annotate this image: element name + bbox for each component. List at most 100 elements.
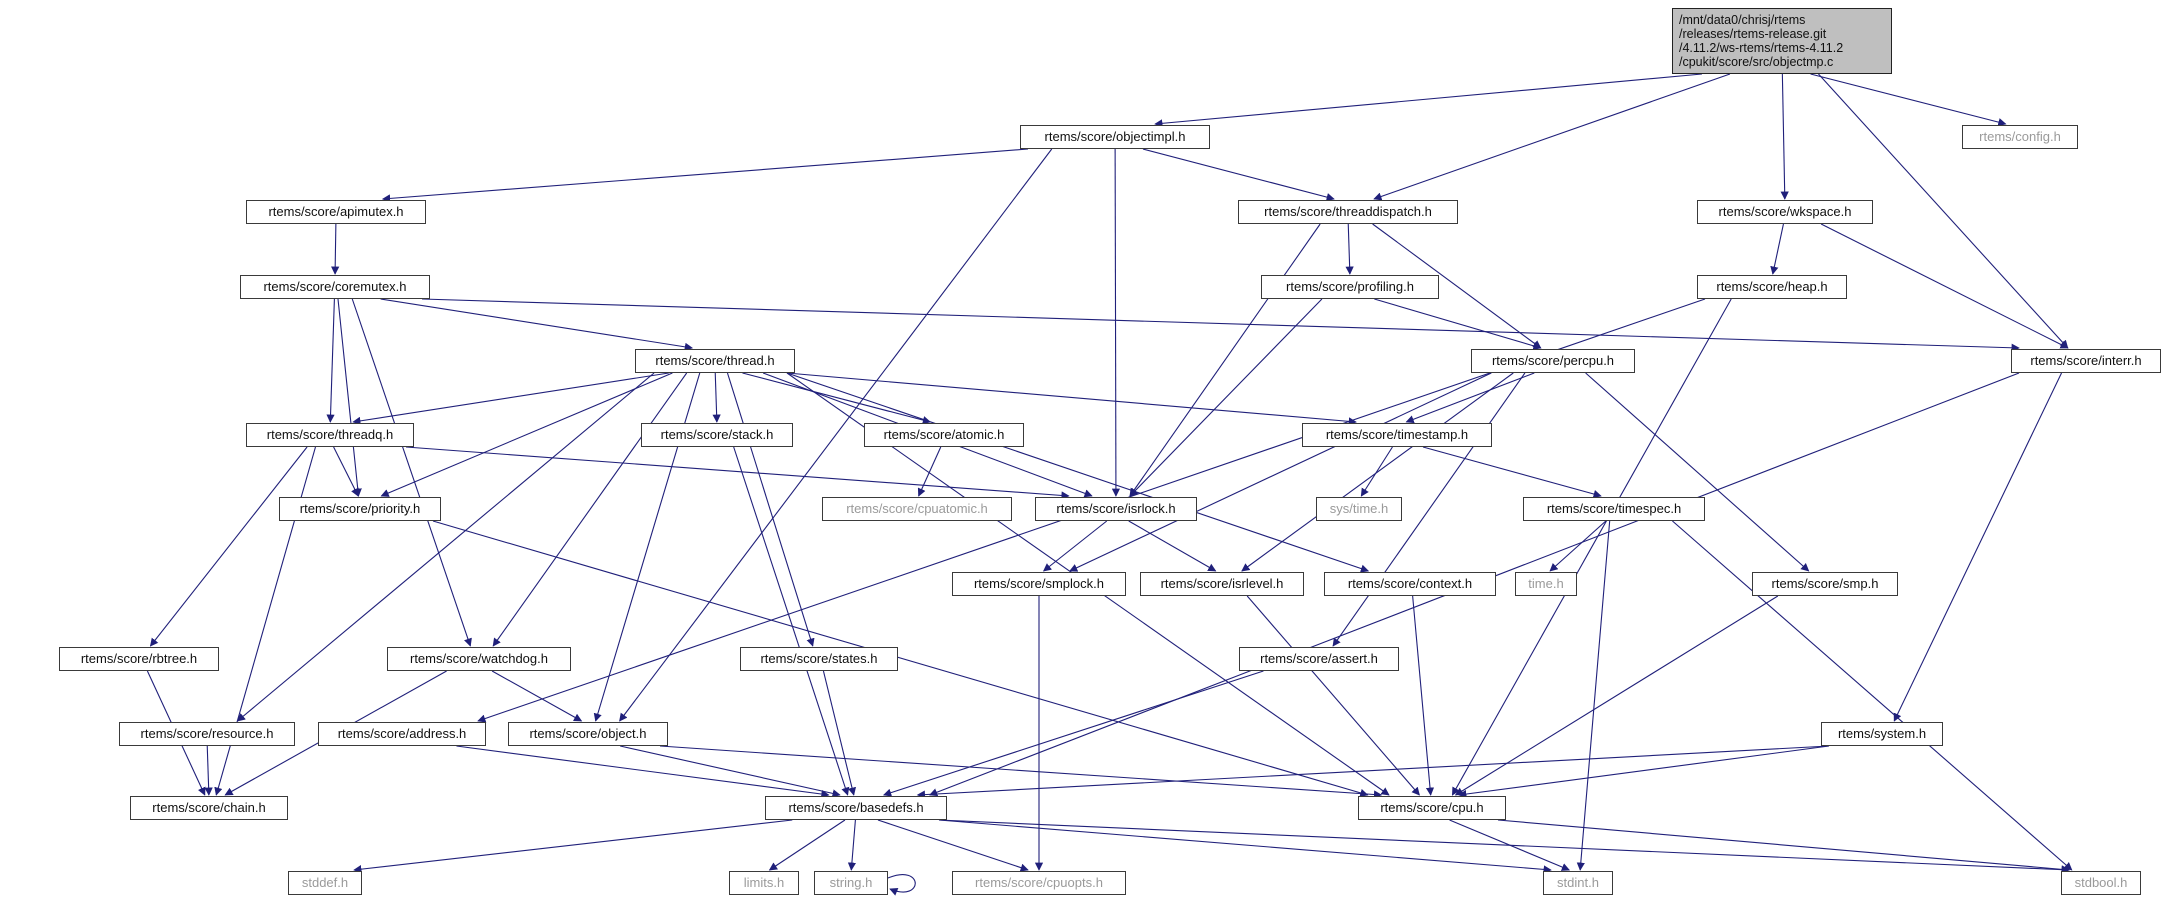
edge-system-to-cpu: [1458, 745, 1830, 799]
node-threaddispatch[interactable]: rtems/score/threaddispatch.h: [1238, 200, 1458, 224]
node-systime: sys/time.h: [1316, 497, 1402, 521]
node-thread[interactable]: rtems/score/thread.h: [635, 349, 795, 373]
node-profiling[interactable]: rtems/score/profiling.h: [1261, 275, 1439, 299]
node-objectmp-c: /mnt/data0/chrisj/rtems /releases/rtems-…: [1672, 8, 1892, 74]
edge-percpu-to-isrlevel: [1241, 372, 1514, 572]
edge-coremutex-to-priority: [337, 298, 362, 497]
edge-objectimpl-to-threaddispatch: [1142, 148, 1335, 202]
edge-coremutex-to-threadq: [326, 298, 335, 423]
node-atomic[interactable]: rtems/score/atomic.h: [864, 423, 1024, 447]
node-percpu[interactable]: rtems/score/percpu.h: [1471, 349, 1635, 373]
edge-coremutex-to-thread: [380, 298, 694, 351]
edge-heap-to-cpu: [1451, 298, 1732, 796]
edge-threaddispatch-to-profiling: [1345, 223, 1354, 275]
edge-stringh-self: [887, 874, 916, 896]
node-stringh: string.h: [814, 871, 888, 895]
node-context[interactable]: rtems/score/context.h: [1324, 572, 1496, 596]
edge-timespec-to-stdint: [1576, 520, 1611, 871]
edge-object-to-cpu: [659, 745, 1383, 799]
edge-stack-to-basedefs: [733, 446, 850, 796]
edge-wkspace-to-heap: [1770, 223, 1784, 275]
edge-thread-to-resource: [236, 372, 655, 722]
edge-objectmp_c-to-wkspace: [1780, 73, 1789, 200]
edge-watchdog-to-object: [491, 670, 583, 722]
edge-threadq-to-rbtree: [149, 446, 308, 647]
edge-basedefs-to-stdint: [938, 819, 1552, 874]
node-coremutex[interactable]: rtems/score/coremutex.h: [240, 275, 430, 299]
edge-thread-to-states: [726, 372, 815, 647]
edge-resource-to-chain: [204, 745, 213, 796]
edge-timestamp-to-systime: [1360, 446, 1393, 497]
node-isrlevel[interactable]: rtems/score/isrlevel.h: [1140, 572, 1304, 596]
node-smp[interactable]: rtems/score/smp.h: [1752, 572, 1898, 596]
edge-isrlock-to-isrlevel: [1128, 520, 1217, 572]
node-system[interactable]: rtems/system.h: [1821, 722, 1943, 746]
edge-percpu-to-smp: [1585, 372, 1810, 572]
edge-thread-to-context: [786, 372, 1370, 573]
node-objectimpl[interactable]: rtems/score/objectimpl.h: [1020, 125, 1210, 149]
edge-threadq-to-priority: [333, 446, 359, 497]
edge-context-to-cpu: [1412, 595, 1435, 796]
node-assert[interactable]: rtems/score/assert.h: [1239, 647, 1399, 671]
node-heap[interactable]: rtems/score/heap.h: [1697, 275, 1847, 299]
edge-basedefs-to-cpuopts: [877, 819, 1029, 872]
edge-basedefs-to-stringh: [847, 819, 857, 871]
node-states[interactable]: rtems/score/states.h: [740, 647, 898, 671]
edge-interr-to-system: [1893, 372, 2063, 722]
node-address[interactable]: rtems/score/address.h: [318, 722, 486, 746]
node-cpuatomic: rtems/score/cpuatomic.h: [822, 497, 1012, 521]
edge-thread-to-timestamp: [786, 372, 1357, 426]
node-interr[interactable]: rtems/score/interr.h: [2011, 349, 2161, 373]
node-timeh: time.h: [1515, 572, 1577, 596]
node-limits: limits.h: [729, 871, 799, 895]
node-basedefs[interactable]: rtems/score/basedefs.h: [765, 796, 947, 820]
edge-objectmp_c-to-interr: [1818, 73, 2069, 349]
edge-threaddispatch-to-percpu: [1372, 223, 1542, 349]
node-smplock[interactable]: rtems/score/smplock.h: [952, 572, 1126, 596]
node-object[interactable]: rtems/score/object.h: [508, 722, 668, 746]
edge-thread-to-stack: [712, 372, 721, 423]
node-chain[interactable]: rtems/score/chain.h: [130, 796, 288, 820]
node-stddef: stddef.h: [288, 871, 362, 895]
node-isrlock[interactable]: rtems/score/isrlock.h: [1035, 497, 1197, 521]
edge-coremutex-to-interr: [421, 298, 2020, 352]
edge-timespec-to-timeh: [1549, 520, 1607, 572]
edge-isrlock-to-smplock: [1042, 520, 1108, 572]
node-stdint: stdint.h: [1543, 871, 1613, 895]
edge-basedefs-to-stddef: [353, 819, 793, 874]
edge-thread-to-atomic: [742, 372, 932, 425]
edge-profiling-to-percpu: [1374, 298, 1542, 350]
node-stack[interactable]: rtems/score/stack.h: [641, 423, 793, 447]
node-wkspace[interactable]: rtems/score/wkspace.h: [1697, 200, 1873, 224]
node-config: rtems/config.h: [1962, 125, 2078, 149]
edge-cpu-to-stdbool: [1497, 819, 2070, 874]
edge-address-to-basedefs: [456, 745, 830, 799]
node-priority[interactable]: rtems/score/priority.h: [279, 497, 441, 521]
node-threadq[interactable]: rtems/score/threadq.h: [246, 423, 414, 447]
edge-system-to-basedefs: [916, 745, 1830, 799]
edge-atomic-to-cpuatomic: [917, 446, 942, 497]
node-watchdog[interactable]: rtems/score/watchdog.h: [387, 647, 571, 671]
node-stdbool: stdbool.h: [2061, 871, 2141, 895]
node-timestamp[interactable]: rtems/score/timestamp.h: [1302, 423, 1492, 447]
node-timespec[interactable]: rtems/score/timespec.h: [1523, 497, 1705, 521]
edge-objectimpl-to-object: [619, 148, 1053, 722]
edge-basedefs-to-stdbool: [938, 819, 2070, 874]
edge-timestamp-to-timespec: [1422, 446, 1602, 499]
edge-isrlevel-to-cpu: [1246, 595, 1420, 796]
node-cpuopts: rtems/score/cpuopts.h: [952, 871, 1126, 895]
edge-states-to-basedefs: [822, 670, 857, 796]
edge-threadq-to-isrlock: [405, 446, 1070, 500]
node-cpu[interactable]: rtems/score/cpu.h: [1358, 796, 1506, 820]
edge-priority-to-cpu: [432, 520, 1369, 797]
edge-smp-to-cpu: [1454, 595, 1779, 796]
node-resource[interactable]: rtems/score/resource.h: [119, 722, 295, 746]
edge-objectmp_c-to-config: [1810, 73, 2007, 127]
edge-objectmp_c-to-objectimpl: [1154, 73, 1703, 128]
edge-apimutex-to-coremutex: [331, 223, 340, 275]
node-rbtree[interactable]: rtems/score/rbtree.h: [59, 647, 219, 671]
node-apimutex[interactable]: rtems/score/apimutex.h: [246, 200, 426, 224]
edge-threaddispatch-to-isrlock: [1129, 223, 1321, 497]
